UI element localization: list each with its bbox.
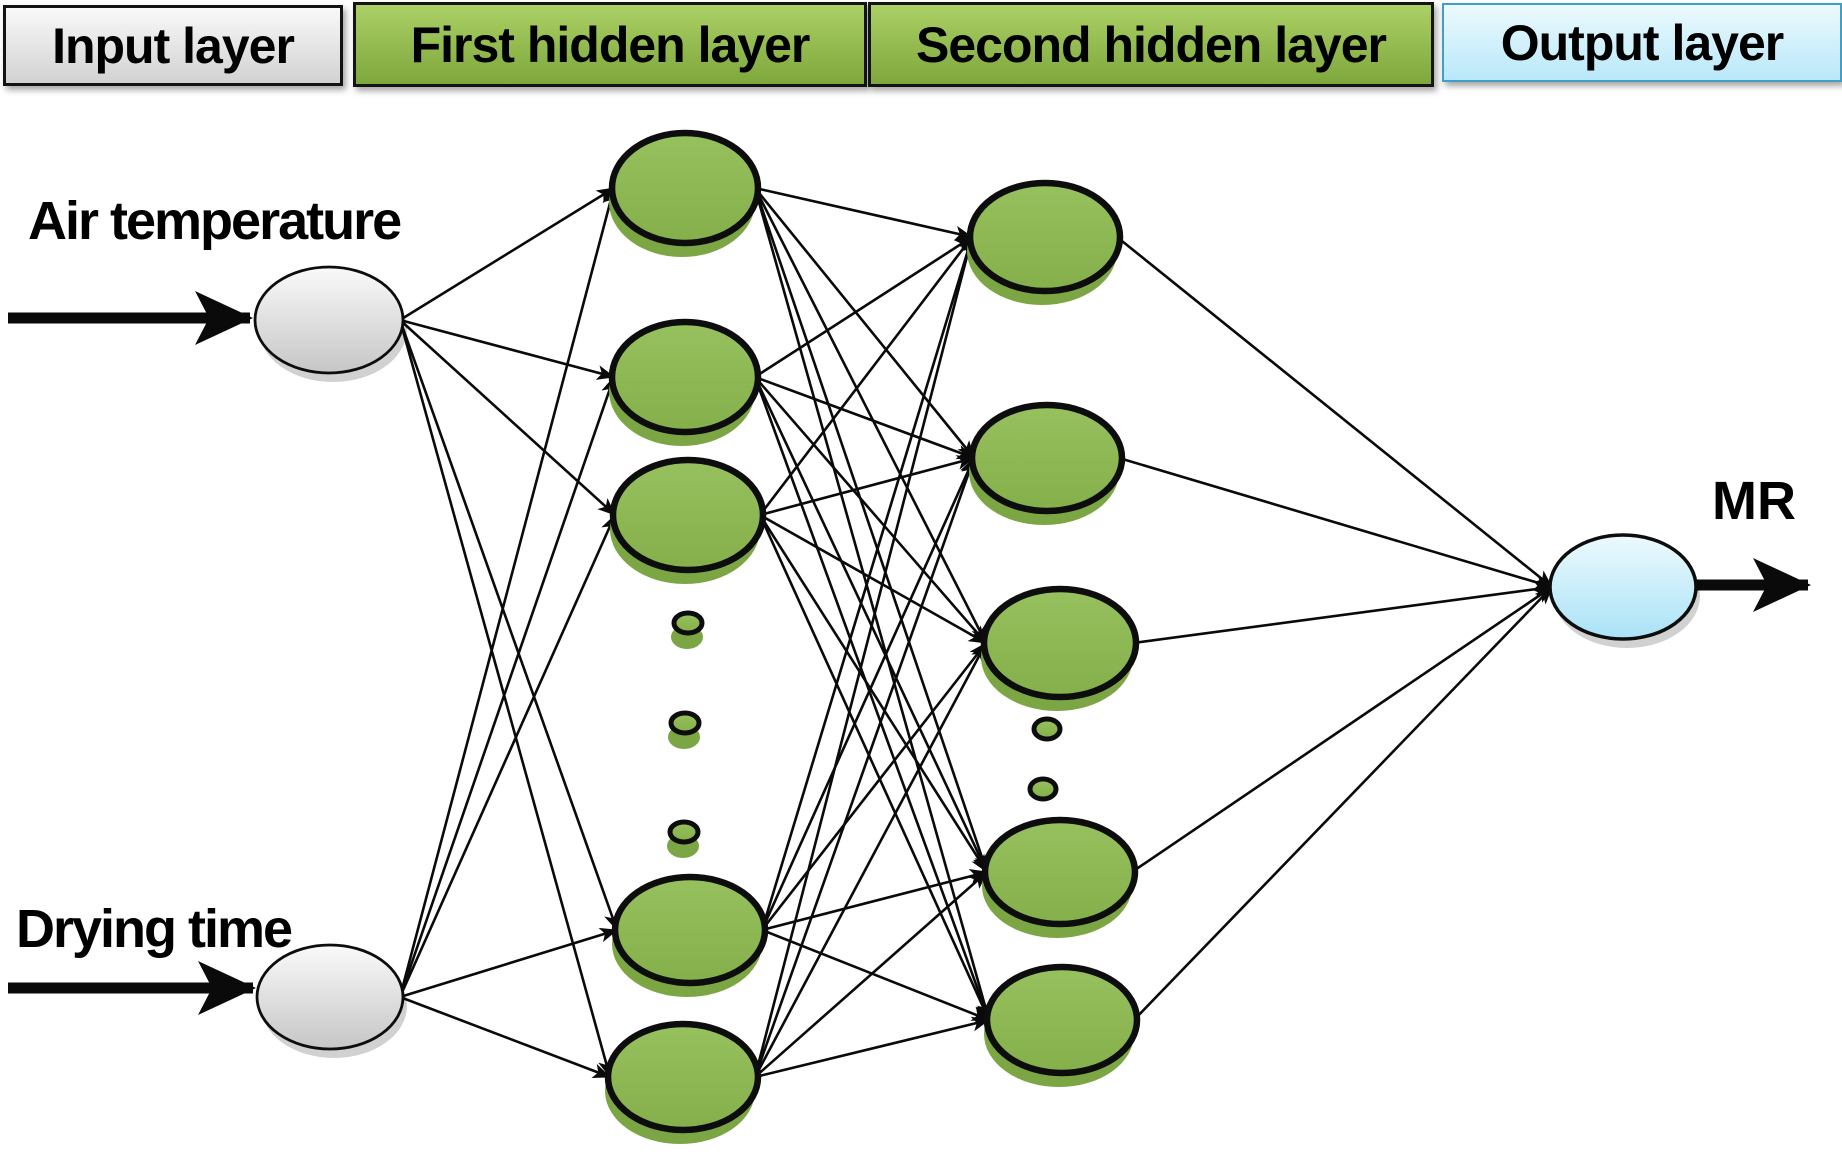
- hidden2-node-2: [968, 401, 1126, 515]
- hidden1-ellipsis-dot-3: [667, 819, 701, 845]
- edge-hidden1-to-hidden2: [758, 514, 989, 873]
- edge-hidden1-to-hidden2: [753, 187, 988, 644]
- edge-input-to-hidden1: [399, 927, 618, 999]
- edge-hidden1-to-hidden2: [754, 235, 973, 379]
- label-mr-output: MR: [1712, 471, 1796, 531]
- edge-hidden2-to-output: [1131, 585, 1553, 874]
- edge-hidden1-to-hidden2: [760, 457, 976, 931]
- hidden2-ellipsis-dot-1: [1031, 716, 1063, 742]
- edge-input-to-hidden1: [399, 186, 615, 322]
- edge-hidden1-to-hidden2: [753, 376, 991, 1021]
- edge-hidden1-to-hidden2: [754, 376, 987, 644]
- edge-hidden1-to-hidden2: [754, 375, 975, 460]
- edge-hidden1-to-hidden2: [754, 1016, 990, 1079]
- hidden2-node-4: [981, 816, 1139, 928]
- edge-hidden1-to-hidden2: [753, 187, 989, 873]
- edge-input-to-hidden1: [399, 318, 615, 380]
- label-air-temperature: Air temperature: [28, 191, 402, 251]
- hidden1-ellipsis-dot-2: [668, 710, 702, 736]
- hidden2-ellipsis-dot-2: [1027, 776, 1059, 802]
- legend-input-layer: Input layer: [3, 5, 343, 86]
- edge-hidden1-to-hidden2: [760, 236, 975, 931]
- legend-second-hidden-layer-text: Second hidden layer: [915, 16, 1387, 73]
- io-arrows: [8, 291, 1811, 1015]
- edge-hidden1-to-hidden2: [753, 642, 988, 1078]
- edge-hidden2-to-output: [1118, 456, 1553, 590]
- legend-second-hidden-layer: Second hidden layer: [868, 2, 1434, 87]
- edge-hidden2-to-output: [1133, 586, 1553, 1021]
- hidden1-node-5: [604, 1020, 762, 1134]
- output-node-1: [1548, 533, 1698, 641]
- edge-input-to-hidden1: [398, 319, 613, 1078]
- hidden1-node-3: [609, 456, 767, 574]
- hidden2-node-3: [980, 585, 1140, 701]
- edge-hidden1-to-hidden2: [758, 236, 974, 516]
- edge-input-to-hidden1: [398, 319, 619, 931]
- edge-hidden1-to-hidden2: [753, 236, 976, 1078]
- legend-output-layer: Output layer: [1442, 3, 1842, 82]
- hidden1-node-1: [608, 129, 762, 247]
- edge-input-to-hidden1: [398, 187, 617, 998]
- edge-hidden1-to-hidden2: [760, 642, 988, 931]
- nodes: [253, 129, 1700, 1144]
- edge-input-to-hidden1: [399, 995, 611, 1079]
- edge-hidden2-to-output: [1116, 235, 1553, 589]
- edge-input-to-hidden1: [399, 319, 616, 516]
- edge-hidden1-to-hidden2: [753, 457, 976, 1078]
- hidden1-ellipsis-dot-1: [671, 610, 705, 636]
- hidden2-node-5: [983, 963, 1141, 1077]
- edge-hidden1-to-hidden2: [761, 928, 990, 1022]
- edge-hidden1-to-hidden2: [759, 513, 987, 645]
- edge-hidden1-to-hidden2: [754, 871, 988, 1078]
- edges: [398, 186, 1553, 1079]
- edge-hidden1-to-hidden2: [759, 455, 975, 517]
- legend-output-layer-text: Output layer: [1500, 14, 1784, 71]
- label-drying-time: Drying time: [16, 899, 293, 959]
- hidden2-node-1: [966, 179, 1124, 295]
- edge-hidden1-to-hidden2: [758, 514, 991, 1021]
- legend-input-layer-text: Input layer: [52, 17, 295, 74]
- edge-hidden1-to-hidden2: [761, 868, 988, 932]
- edge-hidden2-to-output: [1132, 581, 1553, 645]
- edge-hidden1-to-hidden2: [753, 187, 976, 459]
- edge-hidden1-to-hidden2: [754, 186, 973, 241]
- edge-input-to-hidden1: [398, 514, 617, 998]
- legend-first-hidden-layer: First hidden layer: [353, 2, 867, 87]
- input-node-2: [255, 943, 405, 1051]
- hidden1-node-2: [608, 318, 762, 436]
- hidden1-node-4: [611, 873, 769, 987]
- edge-input-to-hidden1: [398, 376, 616, 998]
- input-node-1: [253, 265, 405, 375]
- legend-first-hidden-layer-text: First hidden layer: [410, 16, 811, 73]
